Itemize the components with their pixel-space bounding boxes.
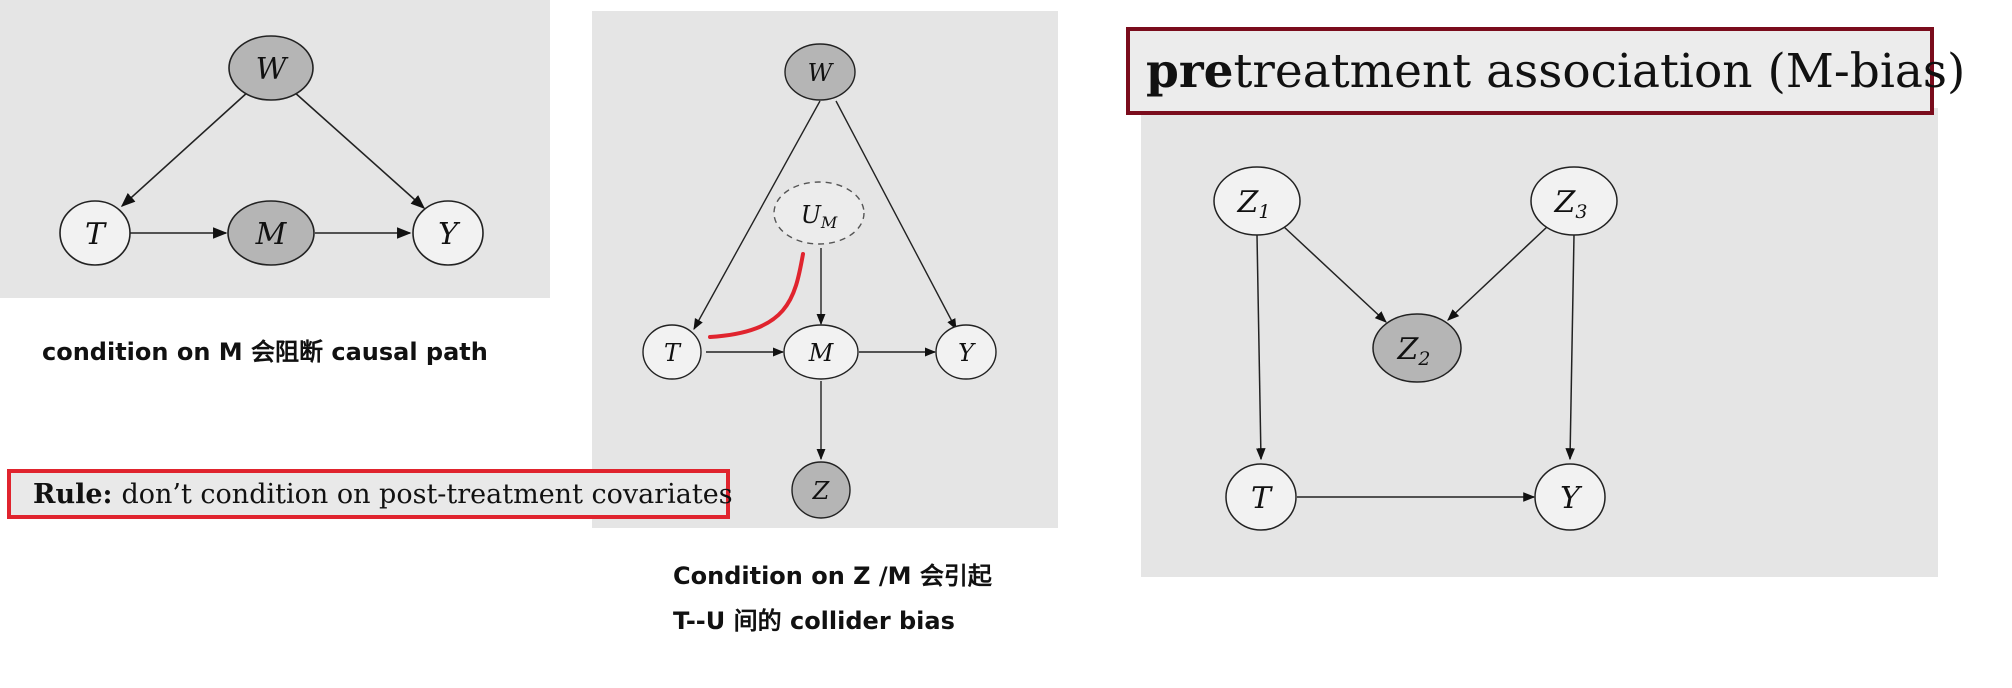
mediation-graph: W T M Y (59, 35, 484, 266)
node-z-label: Z (812, 477, 831, 505)
node-w (784, 43, 856, 101)
edge-w-t (120, 90, 250, 207)
node-u-m-label: UM (801, 201, 838, 232)
diagram-panel-collider: W UM T M Y Z (592, 11, 1058, 528)
node-y (935, 324, 997, 380)
edge-z3-y (1565, 234, 1575, 461)
node-y-label: Y (438, 217, 461, 252)
node-y-label: Y (1560, 481, 1583, 516)
rule-label: Rule: (33, 478, 113, 510)
node-t-label: T (1251, 481, 1273, 516)
collider-caption-line2: T--U 间的 collider bias (673, 607, 955, 635)
node-m (783, 324, 859, 380)
node-w-label: W (256, 52, 289, 87)
node-z1 (1213, 166, 1301, 236)
node-t (642, 324, 702, 380)
node-m-label: M (808, 339, 835, 367)
node-y-label: Y (958, 339, 976, 367)
edge-z3-z2 (1447, 225, 1549, 321)
m-bias-graph: Z1 Z3 Z2 T Y (1213, 166, 1618, 531)
node-t (59, 200, 131, 266)
edge-z1-t (1256, 234, 1266, 461)
node-z3-label: Z3 (1554, 185, 1588, 223)
m-bias-title-bold: pre (1146, 43, 1234, 99)
node-t (1225, 463, 1297, 531)
node-z3 (1530, 166, 1618, 236)
collider-graph: W UM T M Y Z (642, 43, 997, 519)
node-z1-label: Z1 (1237, 185, 1271, 223)
node-t-label: T (85, 217, 107, 252)
mediation-caption: condition on M 会阻断 causal path (42, 338, 488, 366)
collider-caption-line1: Condition on Z /M 会引起 (673, 562, 992, 590)
diagram-panel-mediation: W T M Y (0, 0, 550, 298)
collider-path-annotation (708, 252, 805, 339)
node-w (228, 35, 314, 101)
node-z2 (1372, 313, 1462, 383)
edge-w-t (693, 100, 821, 330)
diagram-panel-m-bias: Z1 Z3 Z2 T Y (1141, 108, 1938, 577)
node-t-label: T (664, 339, 682, 367)
edge-z1-z2 (1282, 225, 1387, 323)
node-m-label: M (255, 217, 288, 252)
node-w-label: W (808, 59, 835, 87)
node-z (791, 461, 851, 519)
edge-w-y (835, 100, 957, 330)
node-u-m (773, 181, 865, 245)
rule-text: don’t condition on post-treatment covari… (121, 478, 733, 510)
node-m (227, 200, 315, 266)
rule-callout: Rule: don’t condition on post-treatment … (7, 469, 733, 519)
edge-w-y (292, 90, 426, 209)
node-y (412, 200, 484, 266)
m-bias-title-rest: treatment association (M-bias) (1233, 43, 1966, 99)
node-z2-label: Z2 (1397, 332, 1431, 370)
node-y (1534, 463, 1606, 531)
